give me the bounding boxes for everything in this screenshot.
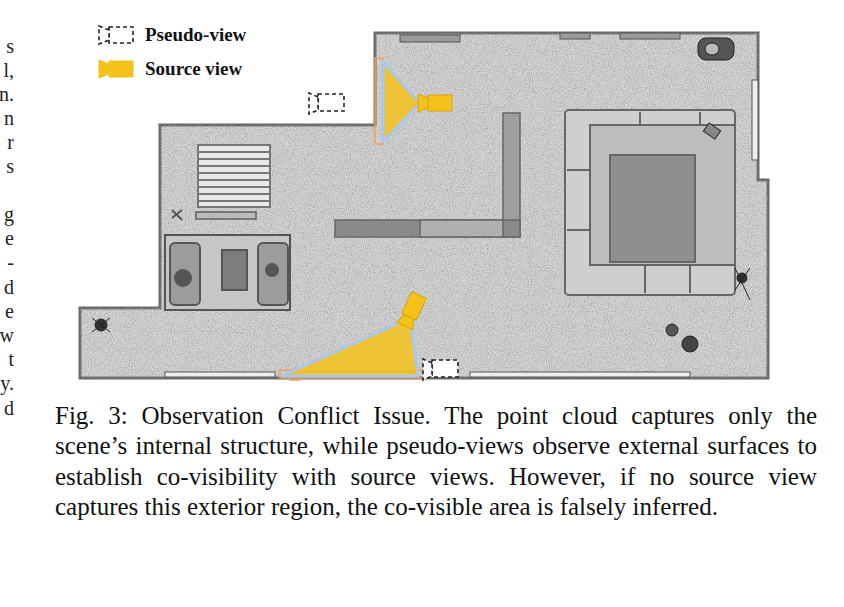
column-fragment: d <box>0 276 14 299</box>
living-set <box>165 210 290 310</box>
column-fragment: n. <box>0 83 14 106</box>
column-fragment: d <box>0 397 14 420</box>
column-fragment: g <box>0 203 14 226</box>
legend-swatch <box>97 24 135 46</box>
column-fragment: y. <box>0 372 14 395</box>
column-fragment: t <box>0 348 14 371</box>
column-fragment: s <box>0 155 14 178</box>
legend-label: Pseudo-view <box>145 24 246 46</box>
legend-entry: Source view <box>97 58 242 80</box>
plants <box>92 38 750 352</box>
column-fragment: e <box>0 300 14 323</box>
column-fragment: s <box>0 35 14 58</box>
legend-label: Source view <box>145 58 242 80</box>
point-cloud <box>78 30 772 382</box>
source-camera <box>397 94 452 330</box>
legend-swatch <box>97 58 135 80</box>
stairs <box>196 145 270 219</box>
column-fragment: - <box>0 251 14 274</box>
wall-details <box>165 33 758 377</box>
column-fragment: l, <box>0 59 14 82</box>
partition-wall <box>335 113 520 237</box>
sectional-sofa <box>565 110 735 295</box>
legend-entry: Pseudo-view <box>97 24 246 46</box>
column-fragment: e <box>0 227 14 250</box>
column-fragment: r <box>0 131 14 154</box>
source-frustum <box>280 58 425 380</box>
pseudo-view <box>309 93 458 380</box>
figure-caption: Fig. 3: Observation Conflict Issue. The … <box>55 401 817 522</box>
column-fragment: n <box>0 107 14 130</box>
column-fragment: w <box>0 324 14 347</box>
